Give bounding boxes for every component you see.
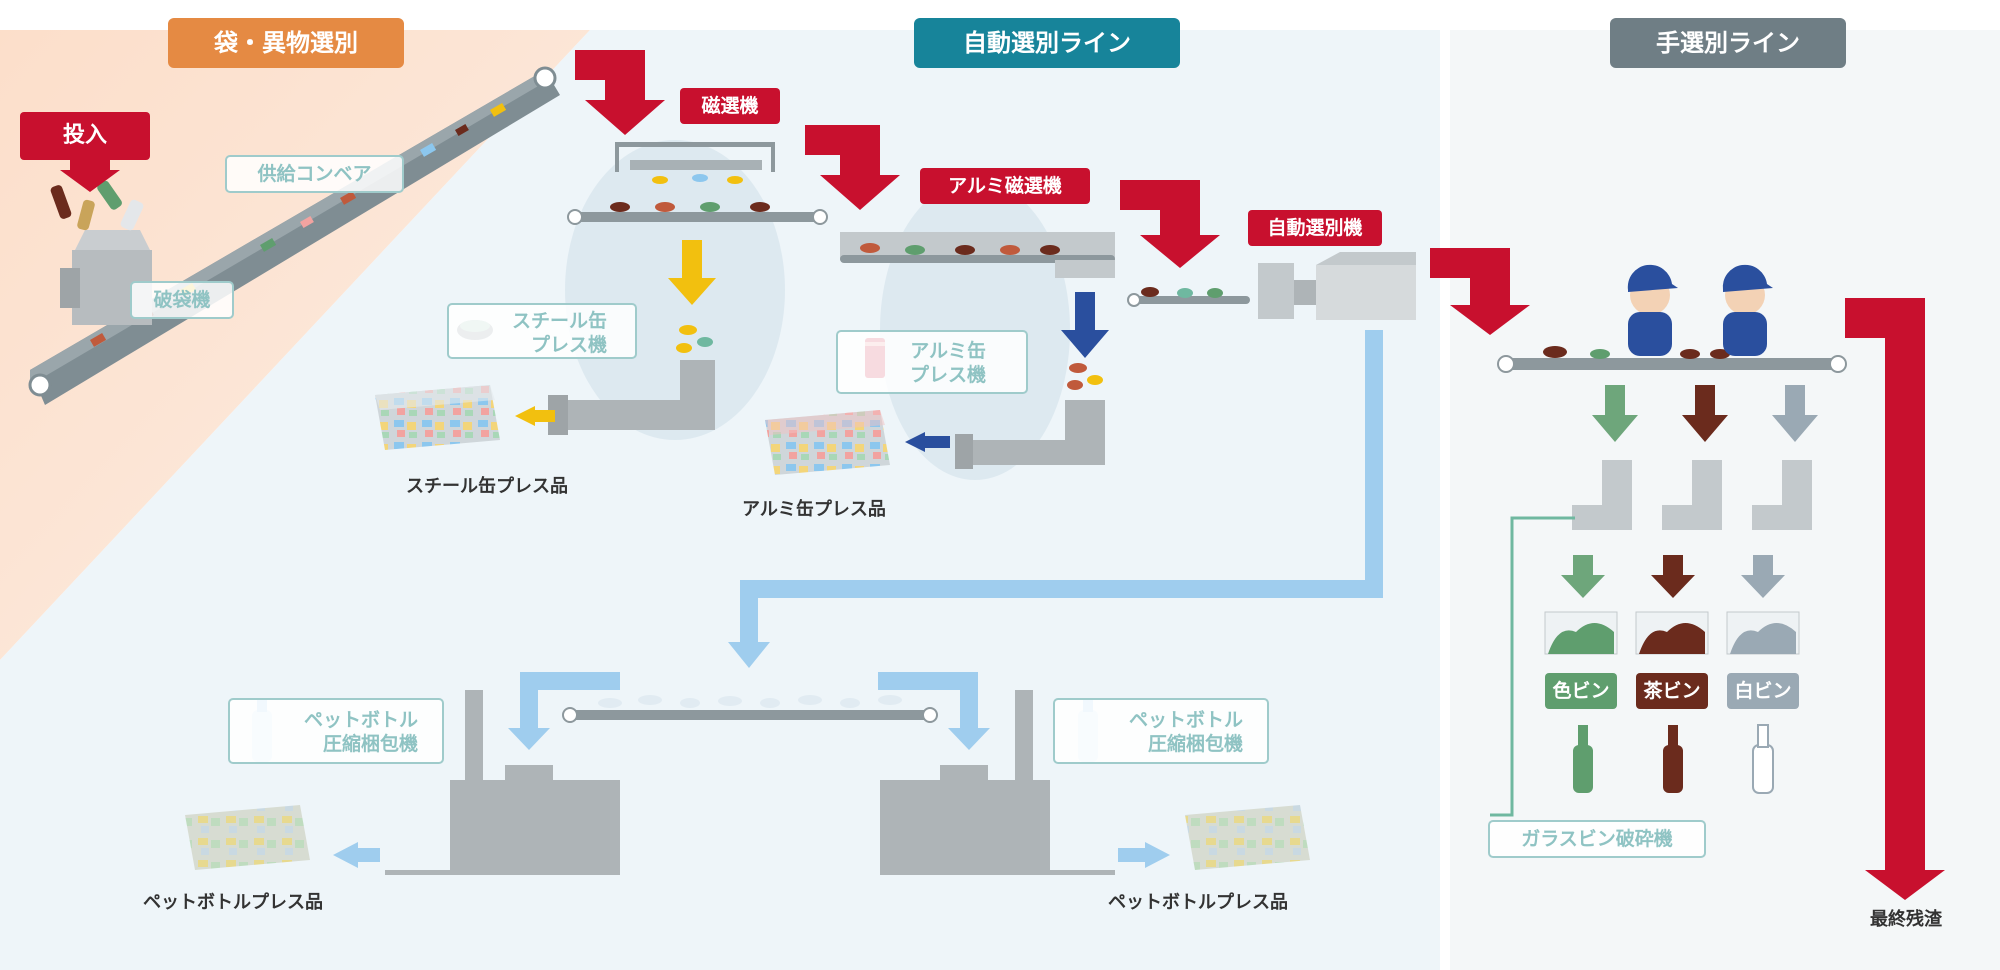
input-label: 投入	[20, 112, 150, 160]
magnetic-separator	[375, 140, 828, 450]
glass-tag-clear: 白ビン	[1727, 673, 1799, 709]
pet-baler-left-line1: ペットボトル	[303, 709, 418, 731]
aluminum-can-press-line1: アルミ缶	[910, 340, 986, 362]
manual-sorting-conveyor	[1497, 346, 1847, 373]
aluminum-separator-label: アルミ磁選機	[920, 168, 1090, 204]
bottle-icon	[1663, 725, 1683, 793]
feed-conveyor-label: 供給コンベア	[225, 155, 404, 193]
final-residue-caption: 最終残渣	[1870, 909, 1942, 930]
glass-crusher-label: ガラスビン破砕機	[1488, 820, 1706, 858]
pet-baler-right-line1: ペットボトル	[1128, 709, 1243, 731]
worker-icon	[1722, 264, 1773, 356]
steel-can-press-label: スチール缶 プレス機	[447, 303, 637, 359]
pet-baler-label-left: ペットボトル 圧縮梱包機	[228, 698, 444, 764]
bag-breaker-label: 破袋機	[130, 281, 234, 319]
aluminum-can-press-line2: プレス機	[909, 364, 986, 386]
pet-route-arrows	[333, 330, 1383, 868]
aluminum-can-press-label: アルミ缶 プレス機	[836, 330, 1028, 394]
pet-baler-left	[385, 690, 620, 875]
pet-baler-right	[880, 690, 1115, 875]
steel-press-product-caption: スチール缶プレス品	[406, 476, 568, 497]
pet-conveyor	[562, 695, 938, 723]
automatic-sorter-label: 自動選別機	[1248, 210, 1382, 246]
worker-icon	[1627, 264, 1678, 356]
section-header-bag-sorting: 袋・異物選別	[168, 18, 404, 68]
bottle-icon	[1573, 725, 1593, 793]
section-header-manual-sorting: 手選別ライン	[1610, 18, 1846, 68]
pet-baler-right-line2: 圧縮梱包機	[1147, 733, 1243, 755]
flow-arrows-red	[60, 50, 1945, 900]
pet-baler-label-right: ペットボトル 圧縮梱包機	[1053, 698, 1269, 764]
glass-tag-colored: 色ビン	[1545, 673, 1617, 709]
section-header-auto-sorting: 自動選別ライン	[914, 18, 1180, 68]
bottle-icon	[1752, 724, 1774, 794]
automatic-sorter	[1127, 252, 1416, 320]
steel-can-press-line2: プレス機	[530, 334, 607, 356]
aluminum-press-product-caption: アルミ缶プレス品	[742, 499, 886, 520]
pet-press-product-caption-left: ペットボトルプレス品	[143, 892, 323, 913]
magnetic-separator-label: 磁選機	[680, 88, 780, 124]
pet-press-product-caption-right: ペットボトルプレス品	[1108, 892, 1288, 913]
glass-tag-brown: 茶ビン	[1636, 673, 1708, 709]
pet-baler-left-line2: 圧縮梱包機	[322, 733, 418, 755]
steel-can-press-line1: スチール缶	[511, 310, 607, 332]
